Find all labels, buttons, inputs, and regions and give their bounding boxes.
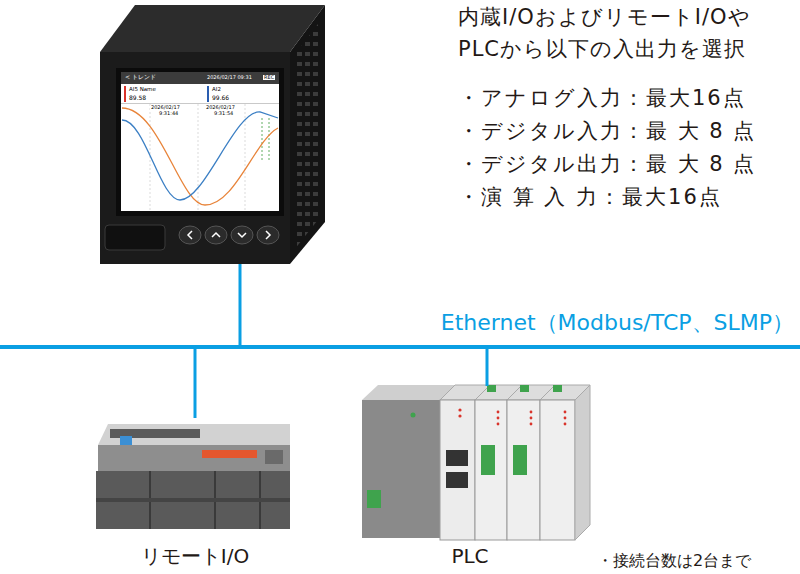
screen-text: 2026/02/17 [205, 105, 236, 110]
event-mark [262, 118, 263, 160]
key-button [231, 226, 253, 244]
cpu-front [440, 400, 475, 540]
screen-text: < トレンド [125, 74, 156, 80]
screen-divider [121, 103, 279, 104]
io-terminal [481, 445, 495, 475]
key-icon [238, 233, 246, 237]
recorder-vents [294, 20, 321, 250]
screen-text: REC [263, 75, 275, 80]
device-label: PLC [451, 544, 488, 568]
channel-bar [124, 86, 126, 102]
recorder-front [100, 52, 290, 264]
cpu-led [458, 414, 461, 417]
io-led [530, 417, 533, 420]
io-led [497, 423, 500, 426]
io-led [564, 423, 567, 426]
io-led [564, 411, 567, 414]
screen-text: AI2 [211, 87, 222, 93]
remote-io-connector [120, 436, 132, 446]
io-module [540, 400, 575, 540]
spec-item: ・デジタル入力：最 大 8 点 [458, 119, 756, 144]
recorder-top [100, 5, 325, 52]
ethernet-port [446, 472, 468, 488]
key-icon [188, 231, 192, 239]
ethernet-port [446, 450, 468, 466]
io-led [530, 423, 533, 426]
grid-line [198, 104, 199, 210]
plc-illustration [362, 385, 590, 540]
device-box: リモートI/O [88, 418, 302, 570]
psu-connector [367, 490, 381, 508]
recorder-illustration [100, 5, 325, 264]
device-box: PLC [352, 386, 602, 570]
cpu-led [458, 408, 461, 411]
psu-top [362, 385, 455, 400]
key-button [257, 226, 279, 244]
remote-io-top [98, 424, 290, 445]
remote-io-leds [202, 450, 257, 458]
remote-io-illustration [96, 424, 290, 529]
io-connector [520, 385, 529, 392]
io-led [497, 411, 500, 414]
remote-io-front [98, 445, 290, 471]
intro-text: 内蔵I/OおよびリモートI/Oや [458, 5, 751, 30]
io-connector [487, 385, 496, 392]
note-text: ・接続台数は2台まで [597, 551, 751, 570]
spec-item: ・演 算 入 力：最大16点 [458, 185, 722, 210]
spec-item: ・アナログ入力：最大16点 [458, 86, 746, 111]
recorder-wire [239, 262, 242, 348]
psu-front [362, 400, 440, 538]
io-connector [553, 385, 562, 392]
screen [121, 72, 279, 211]
spec-item: ・デジタル出力：最 大 8 点 [458, 152, 756, 177]
psu-led [411, 413, 416, 418]
io-led [564, 417, 567, 420]
network-line [486, 347, 489, 386]
remote-io-cover [96, 471, 290, 529]
io-module [475, 400, 507, 540]
network-line [194, 347, 197, 418]
event-mark [269, 118, 270, 160]
screen-text: 9:31:44 [158, 111, 179, 116]
screen-text: 2026/02/17 09:31 [207, 75, 252, 80]
trend-curve [122, 112, 278, 200]
io-led [530, 411, 533, 414]
key-icon [212, 233, 220, 237]
io-module [507, 400, 540, 540]
channel-bar [207, 86, 209, 102]
network-label: Ethernet（Modbus/TCP、SLMP） [441, 310, 794, 336]
screen-text: 2026/02/17 [150, 105, 181, 110]
key-button [179, 226, 201, 244]
front-cover [105, 225, 165, 250]
device-label: リモートI/O [141, 544, 249, 568]
io-terminal [513, 445, 527, 475]
trend-curve [122, 108, 278, 205]
screen-header [121, 72, 279, 84]
network-band: Ethernet（Modbus/TCP、SLMP） [0, 308, 800, 349]
screen-text: 9:31:54 [213, 111, 234, 116]
plc-side [575, 385, 590, 540]
remote-io-groove [96, 498, 290, 502]
key-button [205, 226, 227, 244]
screen-text: 89.58 [128, 95, 147, 101]
key-icon [266, 231, 270, 239]
remote-io-port [265, 450, 283, 464]
io-led [497, 417, 500, 420]
recorder-side [290, 5, 325, 264]
intro-text: PLCから以下の入出力を選択 [458, 37, 746, 62]
screen-bezel [116, 68, 284, 216]
screen-text: AI5 Name [128, 87, 157, 93]
screen-text: 99.66 [211, 95, 230, 101]
